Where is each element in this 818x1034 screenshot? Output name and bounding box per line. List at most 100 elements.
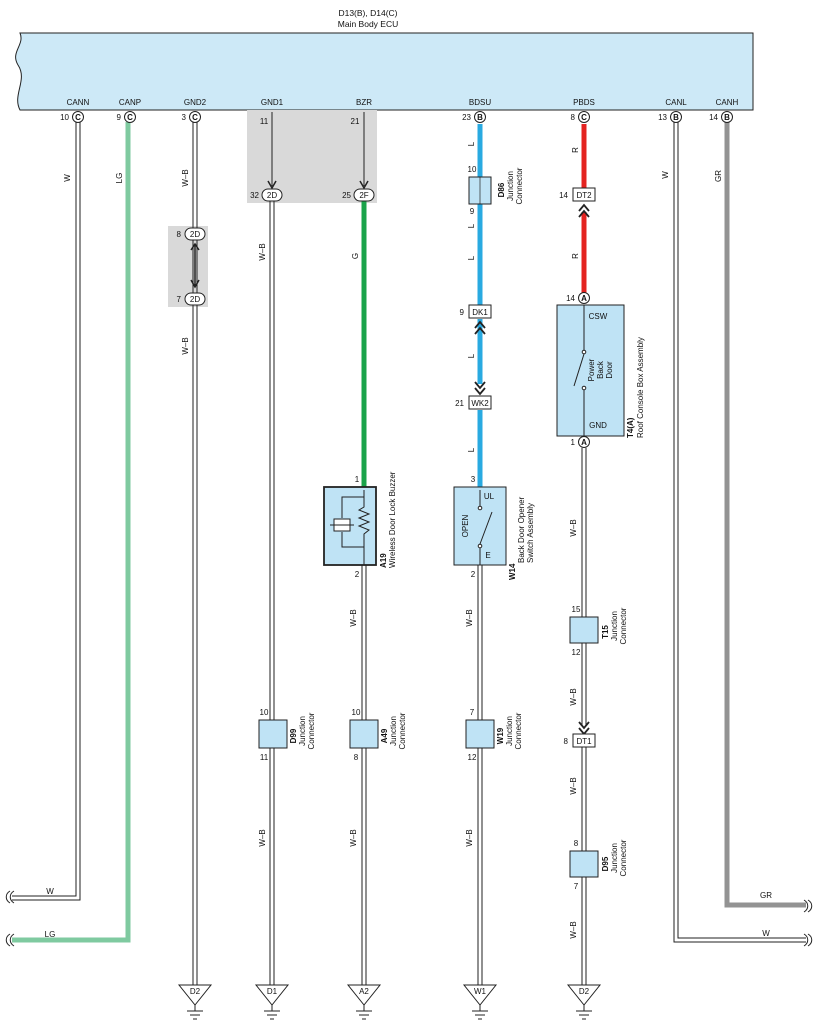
t4-desc: Roof Console Box Assembly (636, 337, 645, 438)
w19-pin-bot: 12 (468, 753, 477, 762)
wire-label-t4-c: W–B (569, 777, 578, 794)
d86-desc2: Connector (515, 167, 524, 204)
w19-box (465, 719, 495, 749)
d99-code: D99 (289, 728, 298, 743)
pin-name-canp: CANP (119, 98, 141, 107)
t4-roof-console-box: A 14 CSW GND Power Back Door A 1 T4(A) R… (556, 292, 645, 448)
dt2-label: DT2 (576, 191, 592, 200)
terminal-gnd2-pin: 3 (182, 113, 187, 122)
a19-pin-top: 1 (355, 475, 360, 484)
pin-name-gnd2: GND2 (184, 98, 207, 107)
t4-terminal-bot-pin: 1 (571, 438, 576, 447)
wire-label-t4-d: W–B (569, 921, 578, 938)
d95-junction-connector: 8 7 D95 Junction Connector (569, 839, 628, 891)
ecu-name: Main Body ECU (338, 19, 398, 29)
dt2-pin: 14 (559, 191, 568, 200)
wire-label-gnd1-b: W–B (258, 829, 267, 846)
wk2-box (468, 395, 492, 410)
wire-a19-ground (361, 565, 367, 985)
a49-desc2: Connector (398, 712, 407, 749)
ground-points: D2 D1 A2 W1 D2 (177, 984, 602, 1020)
pin-name-pbds: PBDS (573, 98, 595, 107)
pin-name-cann: CANN (67, 98, 90, 107)
d95-code: D95 (601, 856, 610, 871)
wire-gnd2 (192, 122, 198, 985)
t4-csw: CSW (589, 312, 608, 321)
splice-gnd1-conn: 2D (267, 191, 277, 200)
splice-gnd1-box (261, 188, 283, 202)
splice-bzr-conn: 2F (359, 191, 368, 200)
arrow-gnd1 (267, 180, 277, 190)
a49-pin-bot: 8 (354, 753, 359, 762)
pin-name-canl: CANL (665, 98, 687, 107)
terminal-pbds-pin: 8 (571, 113, 576, 122)
wire-label-cann-end: W (46, 887, 54, 896)
wk2-pin: 21 (455, 399, 464, 408)
t4-terminal-top (578, 292, 590, 304)
w14-pin-top: 3 (471, 475, 476, 484)
w14-pin-bot: 2 (471, 570, 476, 579)
w14-e: E (485, 551, 490, 560)
dt2-arrow (578, 203, 590, 218)
a49-junction-connector: 10 8 A49 Junction Connector (349, 708, 407, 762)
d95-desc2: Connector (619, 839, 628, 876)
d86-code: D86 (497, 182, 506, 197)
wk2-label: WK2 (471, 399, 489, 408)
pin-name-gnd1: GND1 (261, 98, 284, 107)
d86-pin-bot: 9 (470, 207, 475, 216)
ecu-title: D13(B), D14(C) (338, 8, 397, 18)
wire-label-bzr: G (351, 253, 360, 259)
d99-desc1: Junction (298, 716, 307, 746)
a19-code: A19 (379, 553, 388, 568)
d95-pin-top: 8 (574, 839, 579, 848)
dk1-arrow (474, 320, 486, 335)
splice-gnd1-top-pin: 11 (260, 117, 269, 126)
splice-bzr-pin: 25 (342, 191, 351, 200)
w19-junction-connector: 7 12 W19 Junction Connector (465, 708, 523, 762)
a19-circuit (341, 490, 371, 565)
wire-label-t4-b: W–B (569, 688, 578, 705)
ground-d2-right-label: D2 (579, 987, 590, 996)
wire-label-a19-a: W–B (349, 609, 358, 626)
t15-code: T15 (601, 625, 610, 639)
t4-gnd: GND (589, 421, 607, 430)
a49-code: A49 (380, 728, 389, 743)
terminal-canp-pin: 9 (117, 113, 122, 122)
ground-a2: A2 (346, 984, 382, 1020)
wire-label-bdsu-2: L (467, 223, 476, 228)
d95-pin-bot: 7 (574, 882, 579, 891)
d99-junction-connector: 10 11 D99 Junction Connector (258, 708, 316, 762)
t4-sw3: Door (605, 361, 614, 379)
d86-pin-top: 10 (468, 165, 477, 174)
t15-junction-connector: 15 12 T15 Junction Connector (569, 605, 628, 657)
w14-desc1: Back Door Opener (517, 496, 526, 563)
wire-label-canh: GR (714, 170, 723, 182)
ground-a2-label: A2 (359, 987, 369, 996)
ecu-pin-labels: CANN CANP GND2 GND1 BZR BDSU PBDS CANL C… (67, 98, 739, 107)
ground-d1: D1 (254, 984, 290, 1020)
a19-desc: Wireless Door Lock Buzzer (388, 471, 397, 568)
pin-name-bdsu: BDSU (469, 98, 491, 107)
ground-w1-label: W1 (474, 987, 487, 996)
splice-gnd2-b-box (184, 292, 206, 306)
dt2-connector: DT2 14 (559, 187, 596, 218)
ecu-terminals: C 10 C 9 C 3 B 23 C 8 B 13 B 14 (60, 111, 733, 123)
wire-label-canp: LG (115, 173, 124, 184)
ground-w1: W1 (462, 984, 498, 1020)
wire-label-bdsu-4: L (467, 353, 476, 358)
wk2-arrow (474, 381, 486, 396)
terminal-canp-conn: C (127, 113, 133, 122)
splice-gnd2-b-pin: 7 (177, 295, 182, 304)
t4-terminal-top-pin: 14 (566, 294, 575, 303)
splice-gnd2-a-box (184, 227, 206, 241)
ground-d2-left: D2 (177, 984, 213, 1020)
wire-label-canl-end: W (762, 929, 770, 938)
terminal-canl-conn: B (673, 113, 679, 122)
terminal-gnd2-conn: C (192, 113, 198, 122)
terminal-canh-conn: B (724, 113, 730, 122)
wire-label-gnd2-b: W–B (181, 337, 190, 354)
terminal-cann-pin: 10 (60, 113, 69, 122)
t15-pin-bot: 12 (572, 648, 581, 657)
terminal-cann (72, 111, 84, 123)
